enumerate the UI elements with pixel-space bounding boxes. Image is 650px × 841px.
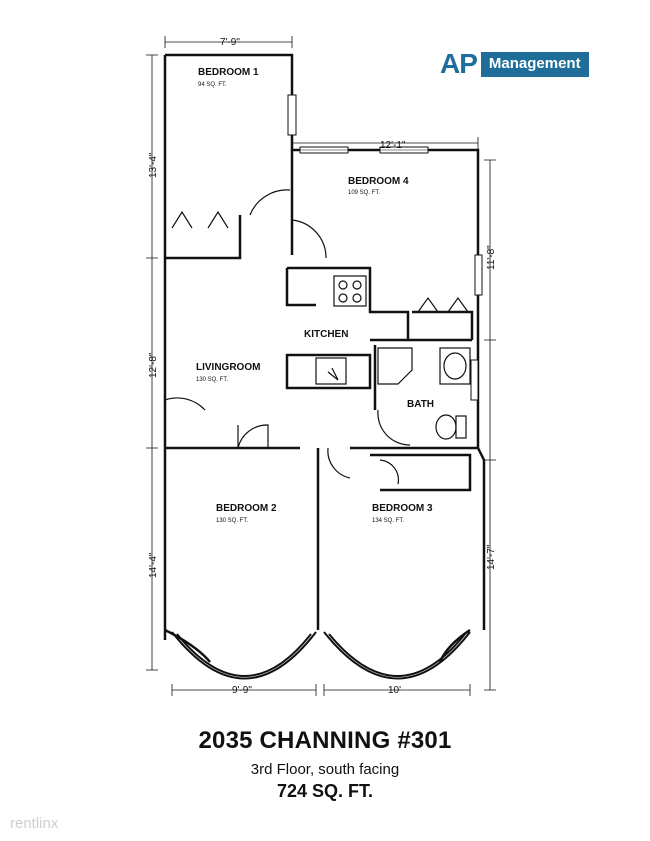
- livingroom-area: 130 SQ. FT.: [196, 377, 228, 383]
- walls: [163, 53, 486, 663]
- bedroom2-area: 130 SQ. FT.: [216, 518, 248, 524]
- livingroom-label: LIVINGROOM: [196, 362, 260, 373]
- dim-right-lower: 14'-7": [486, 544, 497, 570]
- logo-prefix: AP: [440, 48, 478, 79]
- dim-bottom-right: 10': [388, 685, 401, 696]
- bedroom4-label: BEDROOM 4: [348, 176, 409, 187]
- kitchen-fixtures: [315, 275, 367, 385]
- closet-doors: [171, 210, 469, 313]
- listing-title: 2035 CHANNING #301: [198, 727, 452, 754]
- dim-right-upper: 11'-8": [486, 245, 497, 270]
- company-logo: AP Management: [440, 50, 589, 78]
- bay-windows: [171, 631, 471, 680]
- dim-right-width: 12'-1": [380, 140, 406, 151]
- dim-bottom-left: 9'-9": [232, 685, 252, 696]
- bedroom3-label: BEDROOM 3: [372, 503, 433, 514]
- bedroom1-label: BEDROOM 1: [198, 67, 259, 78]
- dimension-lines: [146, 36, 496, 696]
- floor-plan: BEDROOM 1 94 SQ. FT. BEDROOM 4 109 SQ. F…: [146, 36, 497, 696]
- bath-fixtures: [377, 347, 471, 440]
- bedroom3-area: 134 SQ. FT.: [372, 518, 404, 524]
- logo-name: Management: [480, 51, 589, 77]
- kitchen-label: KITCHEN: [304, 329, 348, 340]
- bedroom2-label: BEDROOM 2: [216, 503, 277, 514]
- bedroom1-area: 94 SQ. FT.: [198, 82, 227, 88]
- dim-left-lower: 14'-4": [148, 552, 159, 578]
- dim-left-upper: 13'-4": [148, 152, 159, 178]
- dim-top-left: 7'-9": [220, 37, 240, 48]
- door-swings: [164, 189, 411, 485]
- listing-subtitle: 3rd Floor, south facing: [250, 761, 400, 778]
- dim-left-middle: 12'-8": [148, 352, 159, 378]
- bath-label: BATH: [407, 399, 434, 410]
- listing-area: 724 SQ. FT.: [276, 781, 374, 801]
- watermark: rentlinx: [10, 815, 59, 832]
- bedroom4-area: 109 SQ. FT.: [348, 190, 380, 196]
